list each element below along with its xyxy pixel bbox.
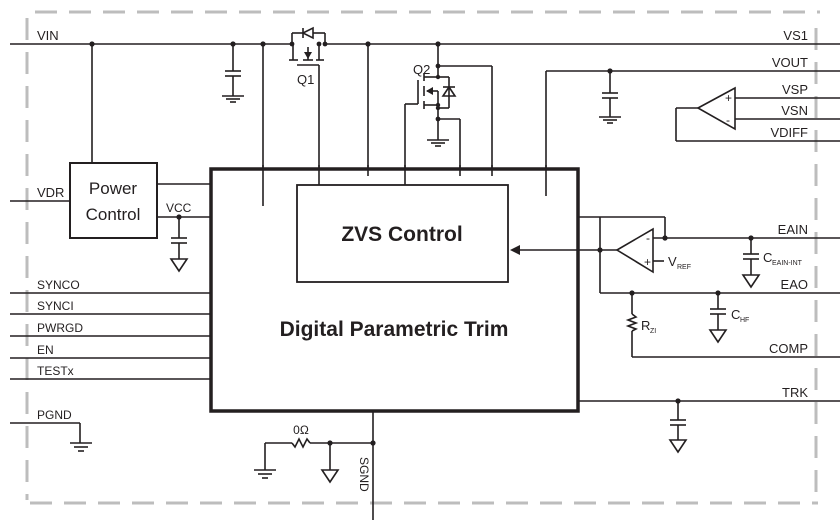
digital-trim-label: Digital Parametric Trim bbox=[280, 318, 509, 341]
vcc-label: VCC bbox=[166, 201, 192, 215]
sgnd-label: SGND bbox=[357, 457, 371, 492]
c-eain-label: C bbox=[763, 250, 772, 265]
diff-amp-plus: + bbox=[725, 91, 732, 105]
pin-synci: SYNCI bbox=[37, 299, 74, 313]
q2-label: Q2 bbox=[413, 62, 430, 77]
zero-ohm-label: 0Ω bbox=[293, 423, 309, 437]
error-amp-minus: - bbox=[646, 231, 650, 245]
diff-amp-minus: - bbox=[726, 113, 730, 127]
sgnd-net: 0Ω SGND bbox=[254, 411, 376, 520]
pin-vdr: VDR bbox=[37, 185, 64, 200]
pin-eao: EAO bbox=[781, 277, 808, 292]
q1-mosfet: Q1 bbox=[289, 26, 328, 185]
error-amplifier: - + V REF C EAIN-INT C HF R ZI bbox=[510, 216, 840, 358]
left-pin-labels: VIN VDR SYNCO SYNCI PWRGD EN TESTx PGND bbox=[37, 28, 83, 422]
q2-mosfet: Q2 bbox=[404, 44, 497, 185]
r-zi-subscript: ZI bbox=[650, 328, 656, 335]
r-zi-label: R bbox=[641, 318, 650, 333]
pin-vout: VOUT bbox=[772, 55, 808, 70]
c-eain-subscript: EAIN-INT bbox=[772, 260, 803, 267]
pin-trk: TRK bbox=[782, 385, 808, 400]
pin-pgnd: PGND bbox=[37, 408, 72, 422]
pin-vdiff: VDIFF bbox=[770, 125, 808, 140]
trk-net bbox=[578, 398, 840, 454]
c-hf-subscript: HF bbox=[740, 317, 749, 324]
right-pin-labels: VS1 VOUT VSP VSN VDIFF EAIN EAO COMP TRK bbox=[769, 28, 808, 400]
pin-synco: SYNCO bbox=[37, 278, 80, 292]
power-control-label-1: Power bbox=[89, 179, 138, 198]
pin-vsp: VSP bbox=[782, 82, 808, 97]
q1-label: Q1 bbox=[297, 72, 314, 87]
diff-amplifier: + - bbox=[675, 86, 840, 142]
zvs-control-block: ZVS Control bbox=[296, 184, 509, 283]
zvs-control-label: ZVS Control bbox=[341, 223, 462, 246]
pin-en: EN bbox=[37, 343, 54, 357]
pin-eain: EAIN bbox=[778, 222, 808, 237]
left-signal-pins bbox=[10, 292, 211, 452]
pin-testx: TESTx bbox=[37, 364, 74, 378]
power-control-label-2: Control bbox=[86, 205, 141, 224]
digital-trim-block: Digital Parametric Trim bbox=[209, 167, 580, 413]
pin-vsn: VSN bbox=[781, 103, 808, 118]
pin-vin: VIN bbox=[37, 28, 59, 43]
module-boundary bbox=[25, 10, 820, 505]
pin-vs1: VS1 bbox=[783, 28, 808, 43]
c-hf-label: C bbox=[731, 307, 740, 322]
vref-label: V bbox=[668, 254, 677, 269]
power-control-block: Power Control VCC bbox=[10, 162, 210, 273]
error-amp-plus: + bbox=[644, 255, 651, 269]
pin-comp: COMP bbox=[769, 341, 808, 356]
vref-subscript: REF bbox=[677, 264, 691, 271]
pin-pwrgd: PWRGD bbox=[37, 321, 83, 335]
